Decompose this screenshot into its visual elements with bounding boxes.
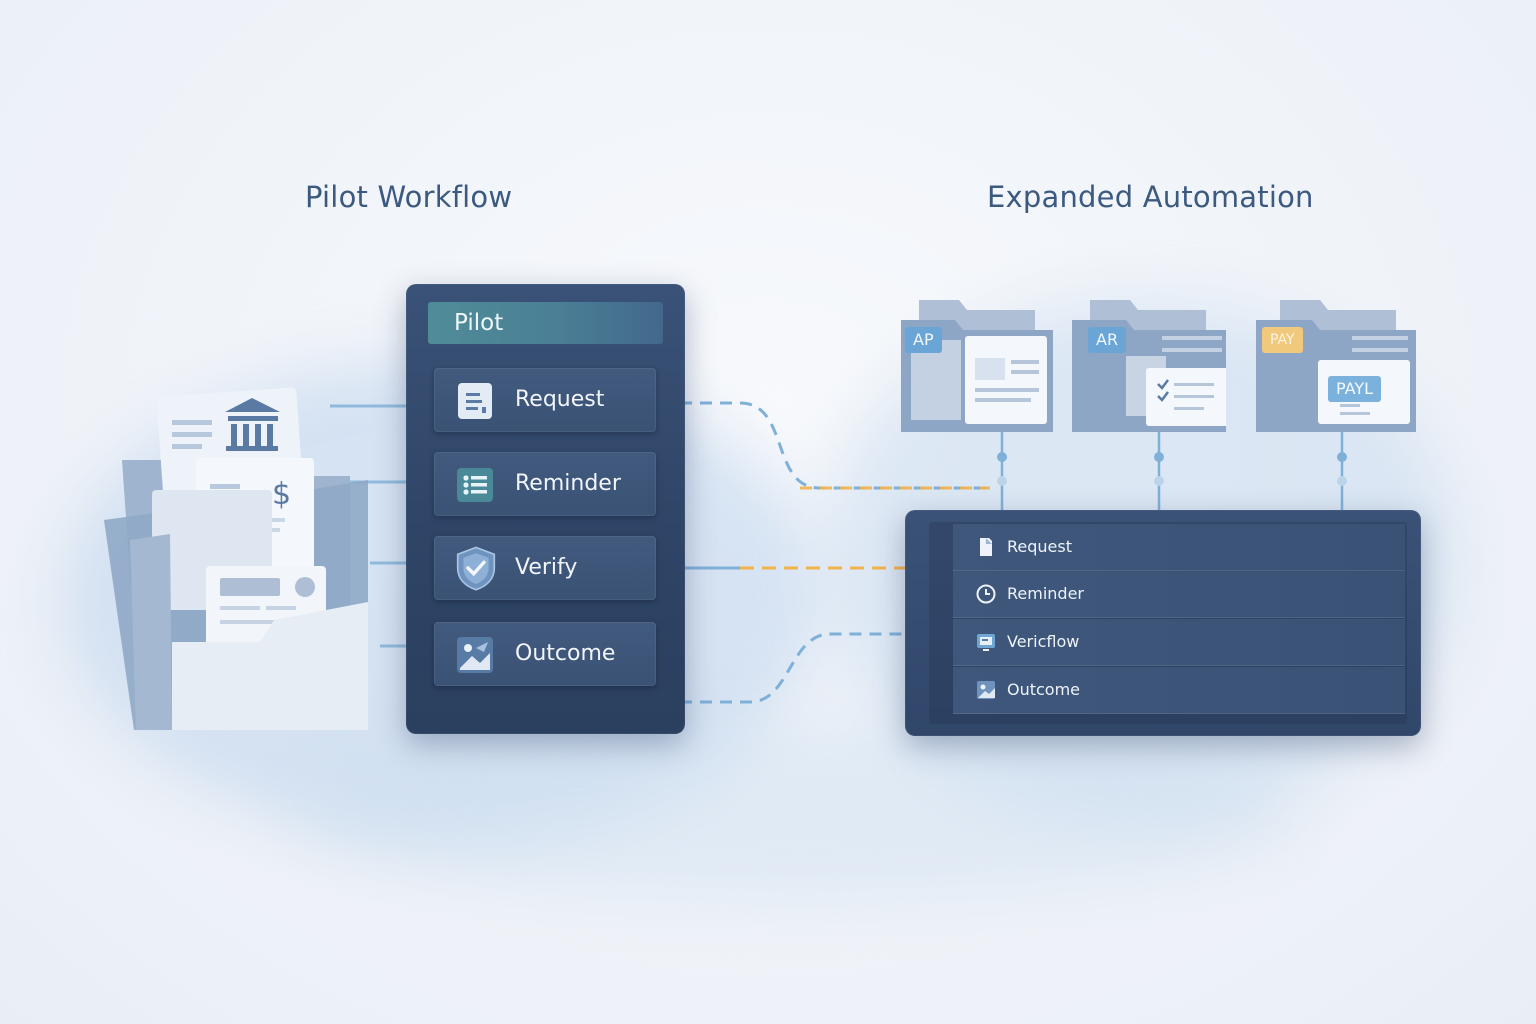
payroll-badge: PAYL <box>1328 376 1382 402</box>
pilot-workflow-heading: Pilot Workflow <box>305 180 513 214</box>
pilot-step-request[interactable]: Request <box>434 368 656 432</box>
expanded-row-label: Outcome <box>1007 680 1081 699</box>
pilot-step-label: Verify <box>515 555 578 580</box>
pilot-step-label: Reminder <box>515 471 621 496</box>
pilot-step-reminder[interactable]: Reminder <box>434 452 656 516</box>
monitor-icon <box>977 634 995 651</box>
folder-tag-ar: AR <box>1088 327 1127 353</box>
expanded-row-request[interactable]: Request <box>953 524 1405 571</box>
folder-ar[interactable]: AR <box>1066 296 1228 436</box>
expanded-row-outcome[interactable]: Outcome <box>953 667 1405 714</box>
pilot-step-outcome[interactable]: Outcome <box>434 622 656 686</box>
clock-icon <box>976 584 996 604</box>
expanded-row-reminder[interactable]: Reminder <box>953 571 1405 618</box>
folder-tag-pay: PAY <box>1262 327 1303 353</box>
expanded-row-label: Request <box>1007 537 1072 556</box>
folder-tag-ap: AP <box>905 327 942 353</box>
folder-pay[interactable]: PAY PAYL <box>1256 296 1416 436</box>
folder-ap[interactable]: AP <box>895 296 1055 436</box>
expanded-automation-heading: Expanded Automation <box>987 180 1314 214</box>
expanded-row-label: Reminder <box>1007 584 1084 603</box>
folder-icon <box>1072 300 1228 432</box>
pilot-panel-title: Pilot <box>428 302 663 344</box>
pilot-step-label: Request <box>515 387 605 412</box>
pilot-panel: Pilot Request Reminder Verify <box>406 284 685 734</box>
document-icon <box>980 538 992 556</box>
document-icon <box>458 383 492 419</box>
document-folder-illustration: $ <box>104 387 368 730</box>
folder-icon <box>1256 300 1416 432</box>
pilot-step-verify[interactable]: Verify <box>434 536 656 600</box>
expanded-row-label: Vericflow <box>1007 632 1080 651</box>
svg-text:$: $ <box>272 477 291 512</box>
folder-icon <box>901 300 1053 432</box>
expanded-row-vericflow[interactable]: Vericflow <box>953 619 1405 666</box>
image-icon <box>457 637 493 673</box>
expanded-automation-panel: Request Reminder Vericflow Outcome <box>905 510 1421 736</box>
image-icon <box>977 681 995 699</box>
background-wash-bottom <box>300 720 1300 900</box>
bank-icon <box>225 398 280 451</box>
pilot-step-label: Outcome <box>515 641 616 666</box>
checklist-icon <box>457 468 493 502</box>
shield-check-icon <box>456 546 496 591</box>
